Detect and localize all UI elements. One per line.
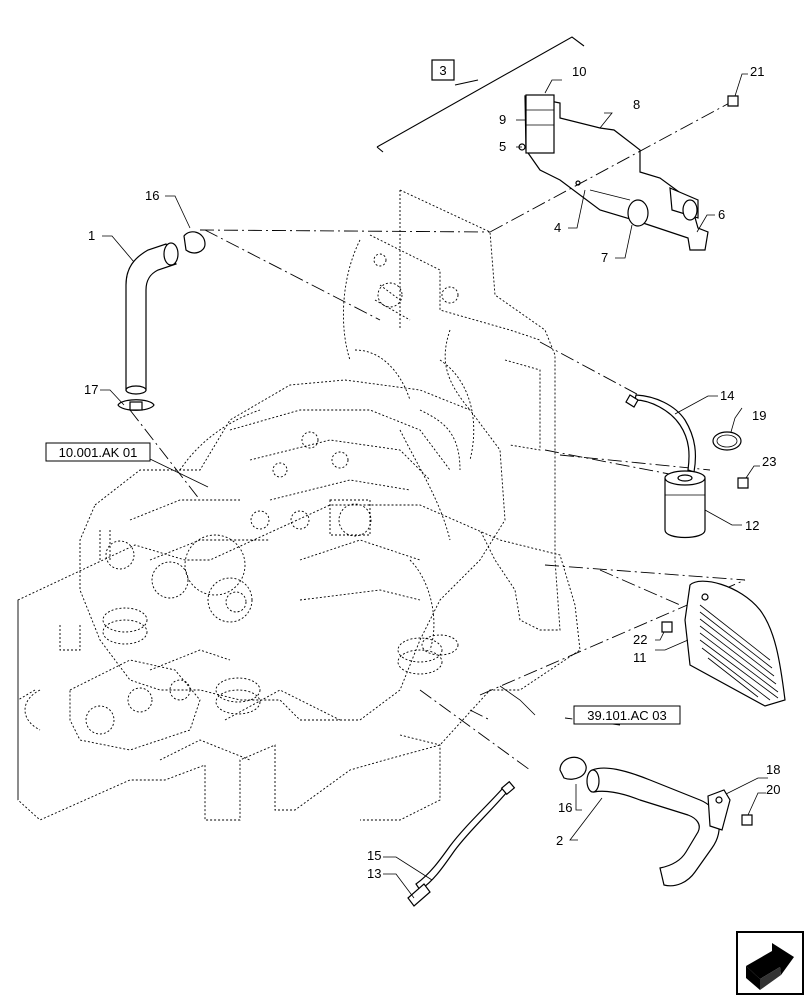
engine-block — [79, 329, 506, 721]
screw-23 — [737, 465, 760, 489]
duct-outlet — [627, 199, 649, 227]
frame-reference-label[interactable]: 39.101.AC 03 — [587, 708, 667, 723]
callout-7: 7 — [601, 250, 608, 265]
callout-2: 2 — [556, 833, 563, 848]
callout-9: 9 — [499, 112, 506, 127]
callout-20: 20 — [766, 782, 780, 797]
callout-10: 10 — [572, 64, 586, 79]
callout-3: 3 — [439, 63, 446, 78]
engine-reference-label[interactable]: 10.001.AK 01 — [59, 445, 138, 460]
callout-13: 13 — [367, 866, 381, 881]
bracket-18 — [707, 789, 731, 831]
duct-body — [524, 95, 709, 251]
coolant-tank-12 — [664, 470, 742, 539]
callout-8: 8 — [633, 97, 640, 112]
clamp-16-top — [183, 231, 206, 254]
engine-mounts — [102, 607, 459, 715]
duct-leaders — [516, 79, 715, 259]
callout-18: 18 — [766, 762, 780, 777]
clamp-16-bottom — [559, 756, 587, 780]
callout-16-bottom: 16 — [558, 800, 572, 815]
bolt-21 — [727, 73, 748, 107]
o-ring-19 — [712, 407, 743, 451]
callout-19: 19 — [752, 408, 766, 423]
radiator-pack — [342, 189, 561, 631]
bolt-20 — [741, 792, 766, 826]
callout-labels: 3 10 8 9 5 4 7 6 21 16 1 17 14 19 23 12 … — [84, 63, 780, 881]
callout-11: 11 — [633, 650, 647, 665]
callout-12: 12 — [745, 518, 759, 533]
callout-4: 4 — [554, 220, 561, 235]
intake-duct-assembly — [518, 94, 709, 251]
callout-5: 5 — [499, 139, 506, 154]
callout-23: 23 — [762, 454, 776, 469]
callout-16-top: 16 — [145, 188, 159, 203]
callout-3-box — [431, 59, 455, 81]
callout-15: 15 — [367, 848, 381, 863]
callout-6: 6 — [718, 207, 725, 222]
group-bracket-3 — [376, 36, 585, 153]
bolt-22 — [655, 621, 673, 641]
guard-11 — [655, 580, 786, 707]
callout-14: 14 — [720, 388, 734, 403]
filter-cover — [525, 94, 555, 154]
next-page-arrow-icon[interactable] — [736, 931, 804, 995]
callout-21: 21 — [750, 64, 764, 79]
hydraulic-pump — [69, 649, 231, 751]
callout-17: 17 — [84, 382, 98, 397]
hose-2 — [559, 756, 768, 887]
overflow-hose-14 — [625, 394, 718, 473]
hose-1 — [100, 195, 206, 411]
guard-grille — [699, 604, 779, 701]
frame-reference-box[interactable]: 39.101.AC 03 — [573, 705, 681, 725]
callout-1: 1 — [88, 228, 95, 243]
chassis-frame — [17, 504, 581, 821]
fitting-13 — [407, 883, 431, 907]
callout-22: 22 — [633, 632, 647, 647]
hose-15 — [383, 780, 516, 907]
engine-reference-box[interactable]: 10.001.AK 01 — [45, 442, 151, 462]
